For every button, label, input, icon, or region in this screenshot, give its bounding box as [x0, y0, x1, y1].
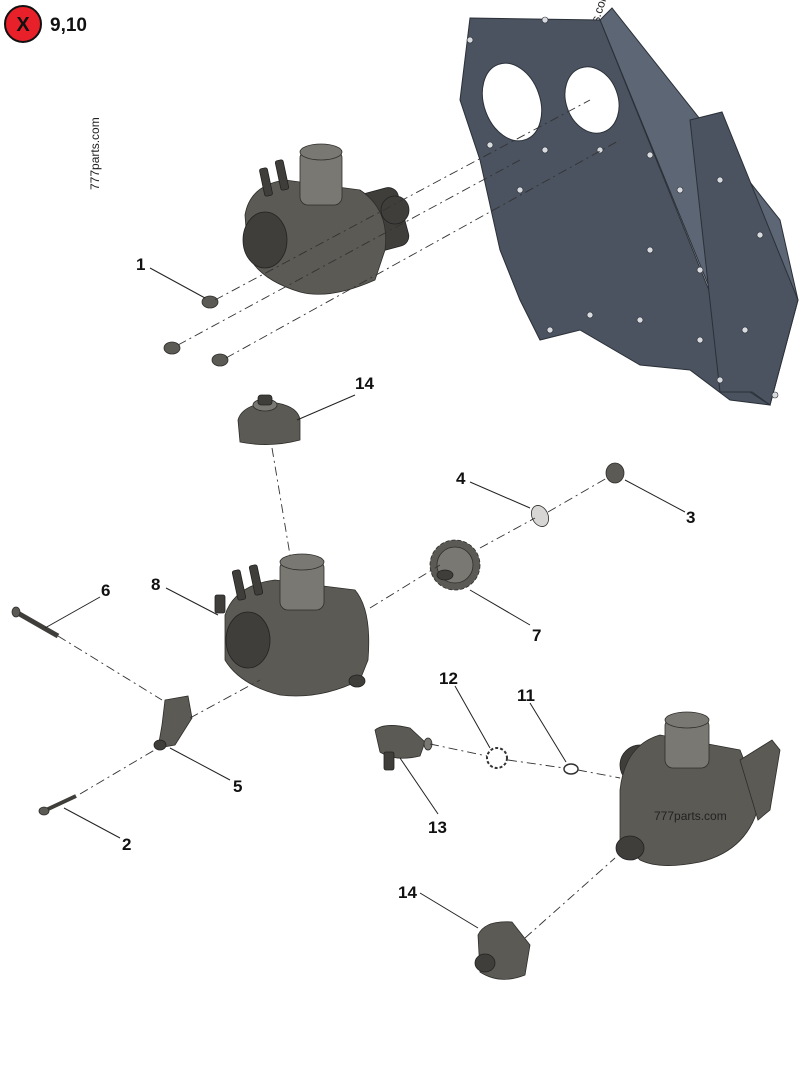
oring-item-11	[563, 763, 579, 775]
callout-8: 8	[151, 575, 160, 594]
dash-lines-middle	[57, 447, 621, 939]
watermark-bottom: 777parts.com	[654, 809, 727, 823]
dash-lines-top	[177, 99, 621, 359]
watermark-left: 777parts.com	[88, 117, 102, 190]
callout-2: 2	[122, 835, 131, 854]
callout-5: 5	[233, 777, 242, 796]
callout-14-top: 14	[355, 374, 374, 393]
svg-text:X: X	[16, 14, 30, 36]
fuel-pump-main	[214, 553, 370, 697]
leader-lines	[44, 267, 686, 929]
fuel-pump-assembly-top	[242, 143, 410, 295]
bracket-item-5	[153, 695, 193, 751]
callout-1: 1	[136, 255, 145, 274]
callout-12: 12	[439, 669, 458, 688]
header-badge[interactable]: X 9,10	[4, 5, 87, 43]
pump-cap-top	[237, 394, 301, 445]
timing-cover-plate	[459, 7, 799, 406]
badge-label: 9,10	[50, 15, 87, 36]
callout-13: 13	[428, 818, 447, 837]
close-icon[interactable]	[4, 5, 42, 43]
nut-item-1	[163, 295, 229, 367]
callout-6: 6	[101, 581, 110, 600]
nut-item-3	[605, 462, 625, 484]
pump-cap-bottom	[474, 921, 531, 980]
callout-11: 11	[517, 686, 535, 705]
callout-4: 4	[456, 469, 466, 488]
snap-ring-item-12	[486, 747, 508, 769]
callout-labels: 1 14 4 3 6 8 7 12 11 5 13 2 14	[101, 255, 695, 902]
washer-item-4	[530, 505, 550, 527]
bolt-item-2	[38, 794, 77, 816]
callout-7: 7	[532, 626, 541, 645]
callout-3: 3	[686, 508, 695, 527]
drive-gear	[429, 539, 481, 591]
fuel-pump-assembly-bottom	[615, 711, 781, 866]
callout-14-bottom: 14	[398, 883, 417, 902]
sensor-item-13	[374, 725, 433, 771]
stud-item-6	[11, 606, 60, 639]
